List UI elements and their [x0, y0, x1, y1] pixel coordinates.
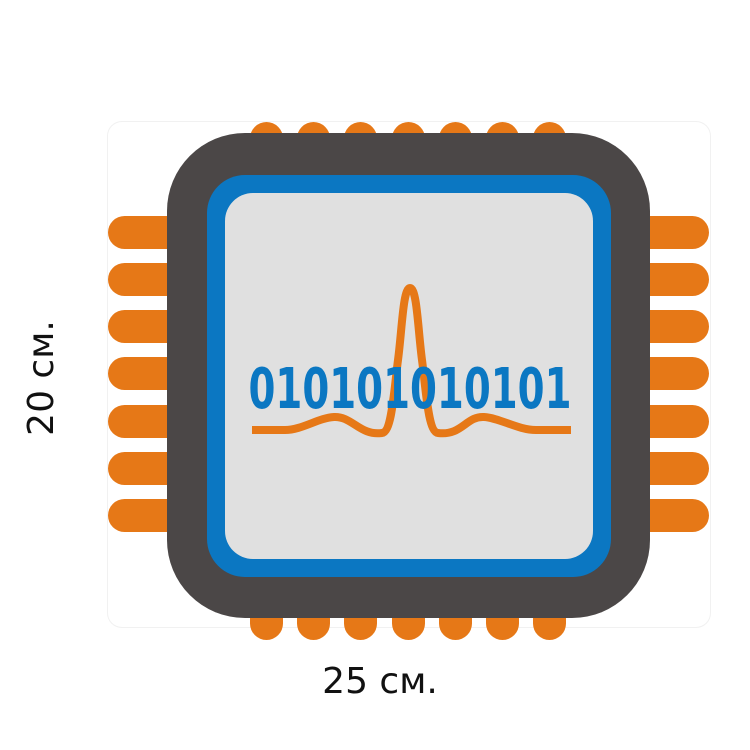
binary-text: 010101010101: [249, 357, 572, 422]
width-dimension-label: 25 см.: [322, 661, 438, 702]
height-dimension-label: 20 см.: [21, 320, 62, 436]
chip-die: [225, 193, 593, 559]
waveform-icon: [252, 284, 571, 438]
